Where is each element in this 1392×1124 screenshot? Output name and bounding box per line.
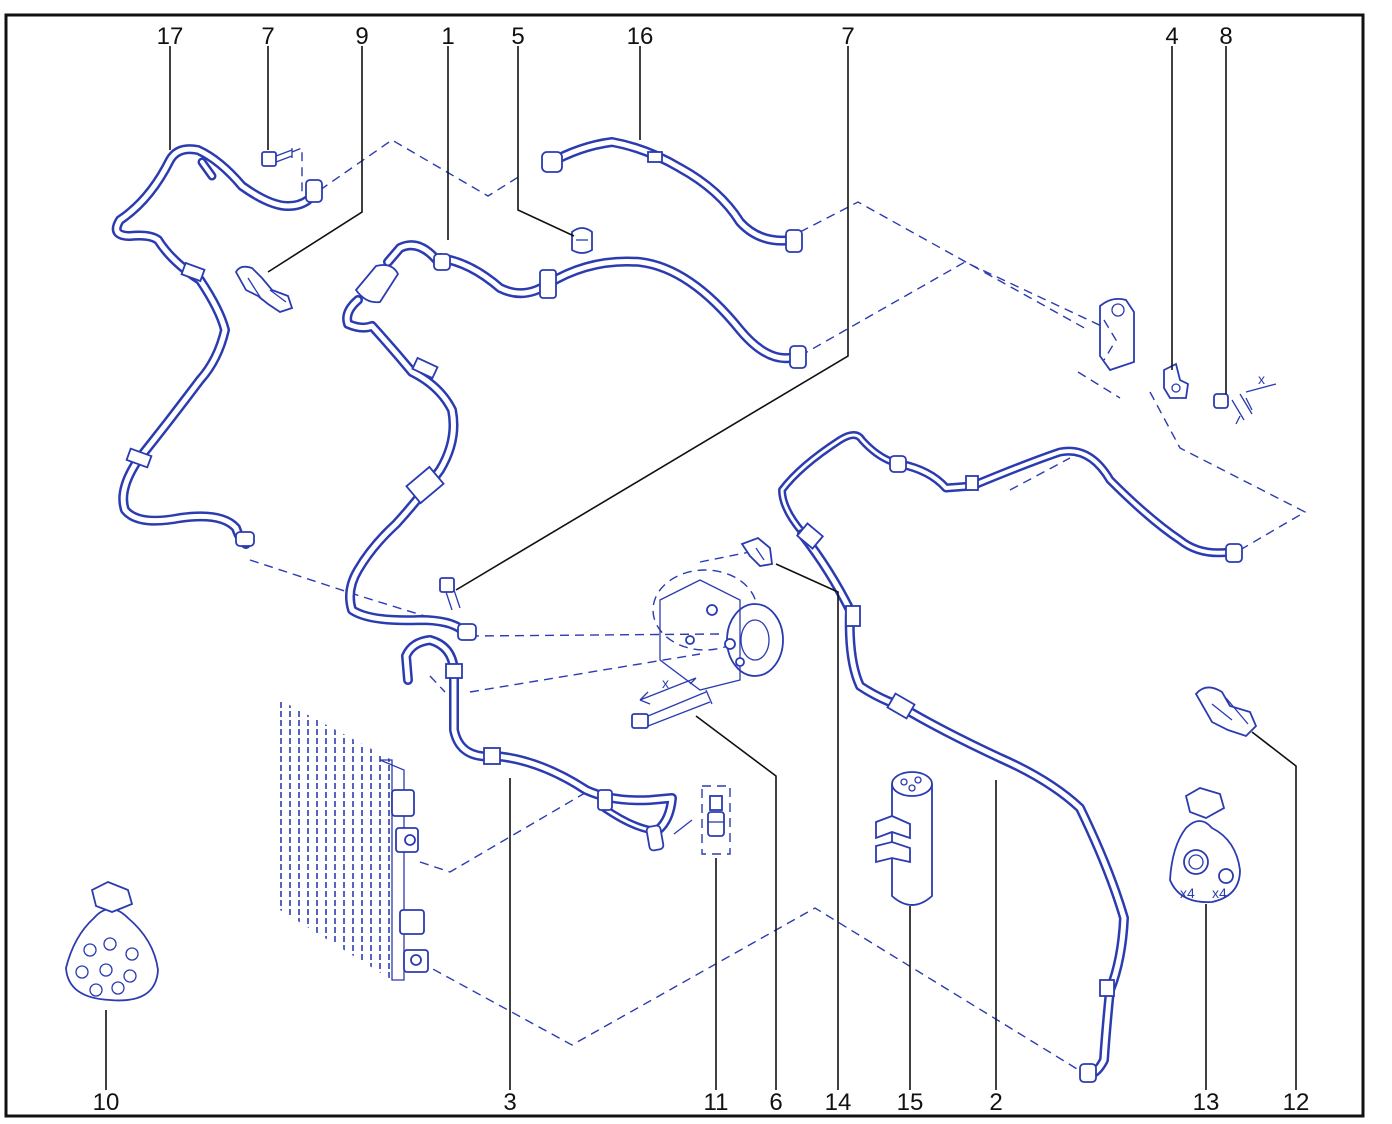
kit-13-qty-right: x4 — [1212, 885, 1227, 901]
pipe-16-marker — [647, 151, 663, 163]
callout-8: 8 — [1219, 23, 1232, 50]
callout-10: 10 — [93, 1089, 120, 1116]
pipe-2-mid-coupling — [886, 692, 916, 720]
callout-6: 6 — [769, 1089, 782, 1116]
callout-4: 4 — [1165, 23, 1178, 50]
accumulator-body — [354, 264, 400, 304]
callout-16: 16 — [627, 23, 654, 50]
callout-12: 12 — [1283, 1089, 1310, 1116]
bolt-6 — [631, 677, 713, 729]
condenser-bracket-1 — [391, 789, 415, 817]
bolt-7-top — [261, 146, 303, 196]
condenser — [280, 700, 429, 981]
pipe-upper-right-end — [1225, 543, 1243, 563]
callout-1: 1 — [441, 23, 454, 50]
callout-17: 17 — [157, 23, 184, 50]
callout-labels: 17 7 9 1 5 16 7 4 8 10 3 11 6 14 15 2 13… — [93, 23, 1310, 1116]
callout-5: 5 — [511, 23, 524, 50]
pipe-2-upper-coupling — [795, 522, 825, 550]
pipe-upper-right — [889, 446, 1243, 563]
callout-2: 2 — [989, 1089, 1002, 1116]
pipe-1-coupling — [411, 356, 439, 380]
pipe-1-clamp — [539, 269, 557, 299]
condenser-bracket-3 — [399, 909, 425, 935]
compressor — [652, 569, 784, 691]
pipe-2 — [778, 431, 1129, 1083]
pipe-1-sleeve — [405, 465, 445, 505]
pipe-16 — [541, 137, 803, 253]
pipe-17-outline — [111, 144, 313, 549]
dimension-x-top: x — [1258, 371, 1265, 387]
leader-lines — [105, 46, 1297, 1090]
pipe-3-fitting — [445, 663, 463, 679]
pipe-3-coupling — [483, 747, 501, 765]
dimension-x-bolt: x — [662, 675, 669, 691]
expansion-valve — [1099, 297, 1135, 372]
pipe-3-end — [645, 824, 665, 852]
pipe-1-end — [789, 345, 807, 369]
pipe-17-end-fitting — [235, 531, 255, 547]
bolt-7-middle — [439, 577, 461, 611]
clip-9 — [234, 265, 294, 313]
pipe-upper-right-start — [889, 455, 907, 473]
pipe-2-coupling — [845, 605, 861, 627]
callout-11: 11 — [704, 1089, 729, 1116]
seal-kit-13: x4 x4 — [1169, 787, 1241, 903]
pipe-2-clip — [1099, 979, 1115, 997]
pipe-3 — [401, 635, 677, 852]
callout-7-right: 7 — [841, 23, 854, 50]
kit-13-qty-left: x4 — [1180, 885, 1195, 901]
pipe-17-coupling — [180, 261, 206, 283]
callout-15: 15 — [897, 1089, 924, 1116]
diagram-artwork: x4 x4 x x — [65, 137, 1307, 1083]
callout-7-top: 7 — [261, 23, 274, 50]
pipe-3-valve — [597, 789, 613, 811]
pipe-16-end — [785, 229, 803, 253]
pressure-sensor-11 — [673, 785, 731, 855]
pipe-16-start — [541, 151, 563, 173]
callout-13: 13 — [1193, 1089, 1220, 1116]
pipe-2-end — [1079, 1063, 1097, 1083]
pipe-17 — [111, 144, 323, 549]
callout-3: 3 — [503, 1089, 516, 1116]
callout-9: 9 — [355, 23, 368, 50]
seal-kit-10 — [65, 881, 159, 1002]
pipe-1 — [342, 240, 807, 641]
clip-12 — [1194, 686, 1258, 738]
clip-5 — [571, 227, 593, 254]
pipe-upper-right-clip — [965, 475, 979, 491]
pipe-1-fitting-top — [433, 253, 451, 271]
bracket-4 — [1163, 362, 1189, 399]
nut-8 — [1213, 383, 1277, 425]
bracket-14 — [740, 536, 774, 567]
callout-14: 14 — [825, 1089, 852, 1116]
receiver-drier-15 — [875, 771, 933, 906]
pipe-17-upper-fitting — [305, 179, 323, 203]
pipe-1-end-fitting — [457, 623, 477, 641]
condenser-core — [280, 700, 392, 980]
diagram-frame — [4, 13, 1365, 1118]
pipe-17-coupling-lower — [125, 447, 153, 469]
